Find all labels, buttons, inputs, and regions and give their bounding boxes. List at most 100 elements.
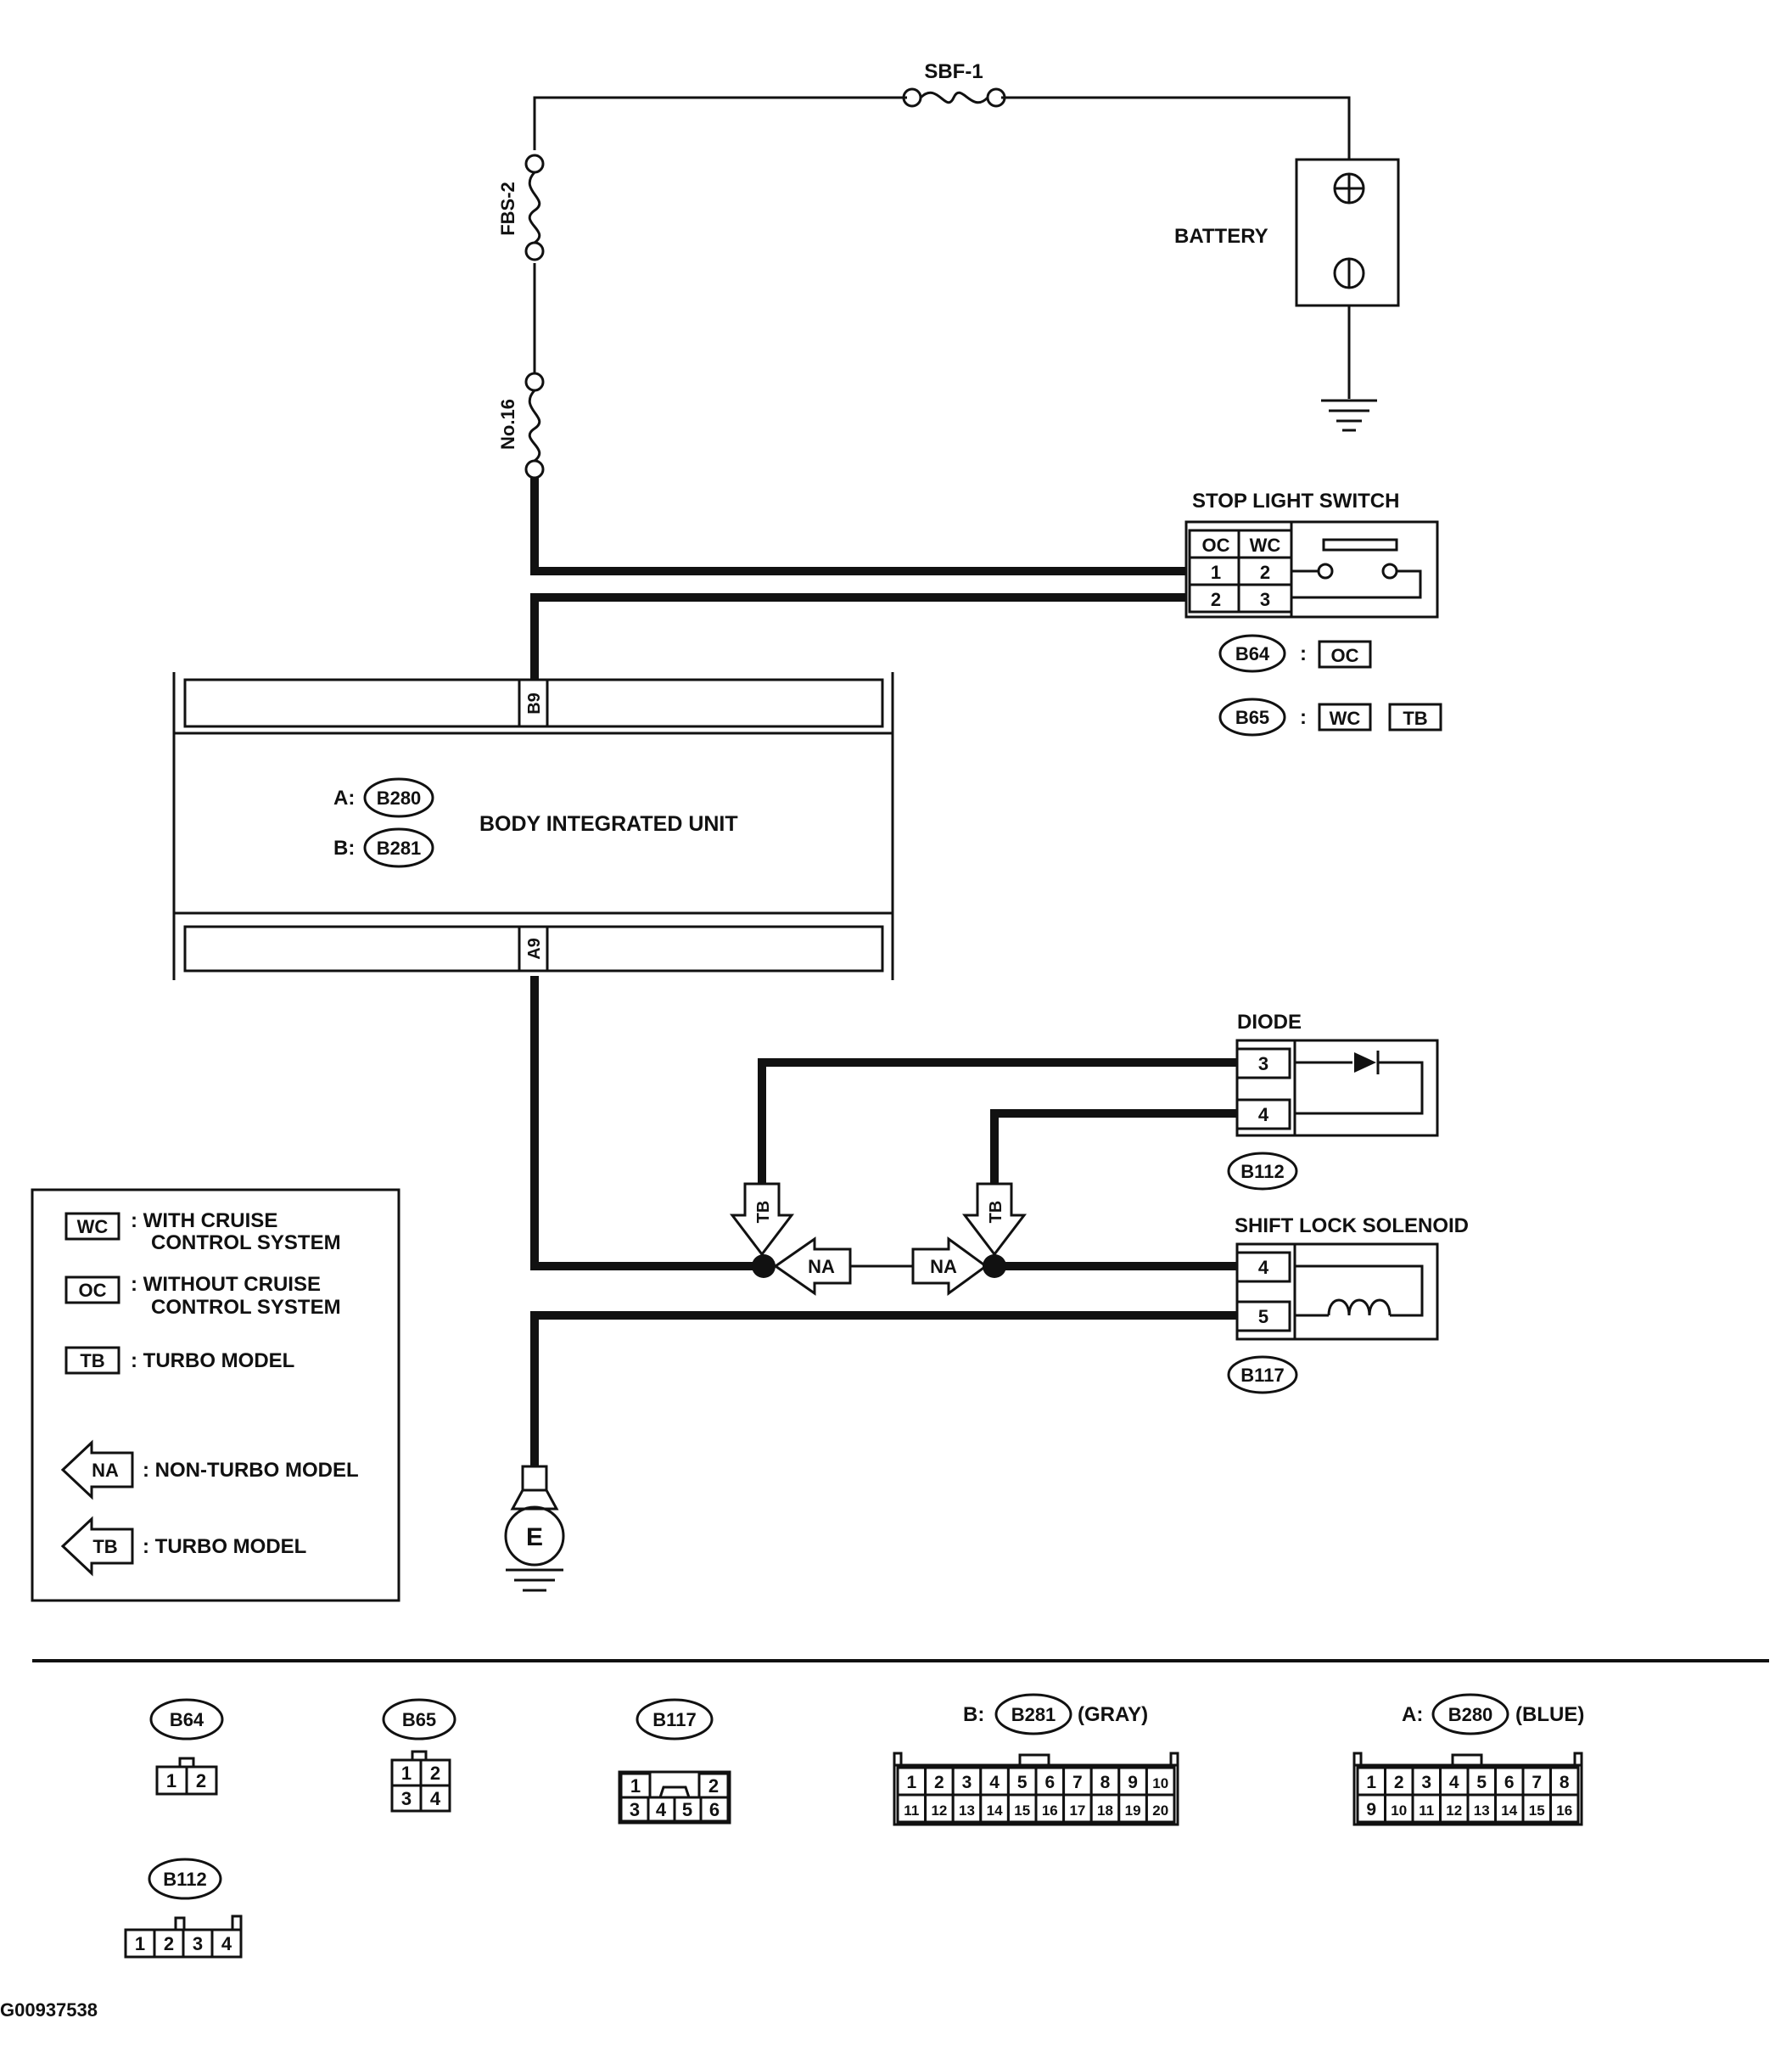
pin-number: 12 [931, 1802, 947, 1819]
fuse-no-16-label: No.16 [497, 399, 518, 450]
pin-number: 8 [1100, 1773, 1111, 1792]
pin-number: 2 [934, 1773, 944, 1792]
legend-tb-tag: TB [80, 1350, 104, 1371]
shift-lock-solenoid: SHIFT LOCK SOLENOID 4 5 B117 [1227, 1214, 1469, 1394]
pin-number: 4 [989, 1773, 1000, 1792]
pin-number: 13 [959, 1802, 975, 1819]
biu-b-prefix: B: [333, 837, 355, 860]
solenoid-pin-4: 4 [1258, 1257, 1269, 1278]
view-b64-pin-2: 2 [196, 1770, 206, 1791]
pin-number: 17 [1069, 1802, 1085, 1819]
pin-number: 6 [1044, 1773, 1055, 1792]
pin-cell [1439, 1793, 1470, 1824]
pin-cell [1439, 1766, 1470, 1797]
pin-number: 2 [1394, 1773, 1404, 1792]
view-b112-name: B112 [163, 1869, 206, 1890]
b65-badge: B65 [1235, 707, 1269, 728]
b64-badge: B64 [1235, 643, 1270, 664]
view-b280-prefix: A: [1402, 1703, 1423, 1726]
view-b112-pin-1: 1 [135, 1933, 145, 1954]
view-b112-pin-2: 2 [164, 1933, 174, 1954]
battery-ground [1321, 306, 1377, 432]
fuse-sbf-1: SBF-1 [902, 60, 1006, 108]
legend-wc-line2: CONTROL SYSTEM [151, 1231, 341, 1254]
legend-wc-line1: : WITH CRUISE [131, 1209, 277, 1232]
view-b64-name: B64 [170, 1709, 204, 1730]
junction-dot-right [983, 1254, 1006, 1278]
pin-number: 12 [1446, 1802, 1462, 1819]
legend-oc-line1: : WITHOUT CRUISE [131, 1273, 321, 1296]
pin-number: 5 [1017, 1773, 1028, 1792]
view-b117-name: B117 [652, 1709, 696, 1730]
pin-cell [1521, 1766, 1552, 1797]
diode-title: DIODE [1237, 1011, 1302, 1034]
biu-b-connector: B281 [377, 838, 422, 859]
stop-light-switch-connectors: B64 : OC B65 : WC TB [1218, 634, 1442, 737]
legend-box: WC : WITH CRUISE CONTROL SYSTEM OC : WIT… [31, 1188, 400, 1602]
biu-a-prefix: A: [333, 787, 355, 810]
pin-number: 11 [904, 1802, 919, 1819]
na-arrow-right: NA [911, 1236, 988, 1296]
pin-cell [1494, 1766, 1525, 1797]
biu-title: BODY INTEGRATED UNIT [479, 812, 738, 836]
view-b65-name: B65 [402, 1709, 436, 1730]
view-b117-pin-2: 2 [708, 1775, 719, 1797]
diode: DIODE 3 4 B112 [1227, 1011, 1439, 1191]
tb-arrow-left: TB [729, 1182, 795, 1257]
pin-cell [1089, 1766, 1121, 1797]
top-feed-wire [533, 96, 1351, 373]
view-b117-pin-4: 4 [656, 1799, 667, 1820]
pin-number: 1 [906, 1773, 916, 1792]
figure-code: G00937538 [0, 1999, 98, 2021]
switch-pin-oc-1: 1 [1211, 562, 1221, 583]
view-b117-pin-3: 3 [630, 1799, 640, 1820]
stop-light-switch-wires [530, 478, 1186, 680]
na-arrow-right-label: NA [930, 1256, 957, 1277]
b64-colon: : [1300, 642, 1307, 665]
biu-pin-a9: A9 [525, 938, 544, 960]
pin-number: 10 [1152, 1775, 1168, 1791]
pin-number: 1 [1366, 1773, 1376, 1792]
view-b65-pin-3: 3 [401, 1788, 412, 1809]
legend-oc-tag: OC [79, 1280, 107, 1301]
pin-number: 14 [1501, 1802, 1517, 1819]
solenoid-title: SHIFT LOCK SOLENOID [1235, 1214, 1469, 1237]
na-arrow-left: NA [773, 1236, 852, 1296]
legend-wc-tag: WC [77, 1216, 109, 1237]
legend-tb-line1: : TURBO MODEL [131, 1349, 294, 1372]
junction-dot-left [752, 1254, 776, 1278]
battery-label: BATTERY [1174, 225, 1268, 248]
view-b117-pin-6: 6 [709, 1799, 720, 1820]
view-b65-pin-4: 4 [430, 1788, 441, 1809]
pin-cell [1034, 1793, 1066, 1824]
battery: BATTERY [1174, 158, 1400, 307]
view-b281-prefix: B: [963, 1703, 984, 1726]
pin-number: 3 [962, 1773, 972, 1792]
b65-tag-tb: TB [1403, 708, 1427, 729]
connector-view-b64: B64 1 2 [149, 1698, 224, 1796]
connector-view-b112: B112 1 2 3 4 [124, 1858, 243, 1959]
legend-na-arrow-tag: NA [92, 1460, 119, 1481]
pin-number: 5 [1476, 1773, 1487, 1792]
view-b281-name: B281 [1011, 1704, 1056, 1725]
legend-tb-arrow-line1: : TURBO MODEL [143, 1535, 306, 1558]
fuse-fbs-2-label: FBS-2 [497, 182, 518, 236]
pin-number: 4 [1449, 1773, 1459, 1792]
pin-number: 20 [1152, 1802, 1168, 1819]
view-b117-pin-5: 5 [682, 1799, 692, 1820]
fuse-sbf-1-label: SBF-1 [924, 60, 983, 83]
body-ground-e: E [504, 1465, 565, 1592]
pin-number: 14 [987, 1802, 1003, 1819]
pin-cell [979, 1793, 1010, 1824]
stop-light-switch: STOP LIGHT SWITCH OC WC 1 2 2 3 [1184, 490, 1439, 619]
pin-number: 8 [1560, 1773, 1570, 1792]
pin-cell [1034, 1766, 1066, 1797]
tb-arrow-right-label: TB [987, 1201, 1005, 1224]
view-b112-pin-4: 4 [221, 1933, 232, 1954]
view-b65-pin-1: 1 [401, 1763, 412, 1784]
pin-number: 3 [1421, 1773, 1431, 1792]
switch-pin-wc-3: 3 [1260, 589, 1270, 610]
pin-number: 9 [1128, 1773, 1138, 1792]
